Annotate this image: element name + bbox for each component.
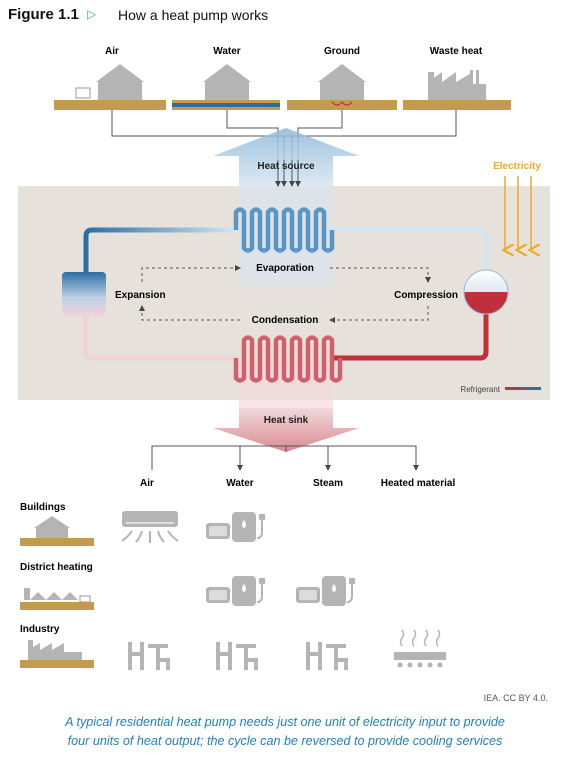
source-waste-heat-label: Waste heat: [430, 46, 483, 57]
water-heater-icon: [206, 512, 265, 542]
factory-icon: [428, 70, 486, 100]
source-water-label: Water: [213, 46, 241, 57]
ground-strip: [403, 100, 511, 110]
ground-strip: [54, 100, 166, 110]
ground-strip: [287, 100, 397, 110]
refrigerant-loop: [83, 227, 489, 361]
pipe-icon: [216, 642, 258, 670]
heat-source-lines: [275, 160, 301, 187]
buildings-house-icon: [20, 516, 94, 546]
caption: A typical residential heat pump needs ju…: [20, 713, 550, 751]
refrigerant-legend-swatch: [505, 387, 541, 390]
sink-heated-material-label: Heated material: [381, 478, 456, 489]
sink-connectors: [151, 445, 419, 471]
source-ground-label: Ground: [324, 46, 360, 57]
water-heater-icon: [206, 576, 265, 606]
figure-number: Figure 1.1: [8, 6, 79, 23]
heat-pump-diagram: Air Water Ground: [18, 46, 550, 670]
sink-steam-label: Steam: [313, 478, 343, 489]
sector-buildings-label: Buildings: [20, 502, 66, 513]
sink-air-label: Air: [140, 478, 154, 489]
source-water: Water: [172, 46, 280, 110]
expansion-valve: [62, 272, 106, 316]
house-icon: [96, 64, 144, 100]
industry-factory-icon: [20, 640, 94, 668]
compressor: [463, 269, 509, 315]
conveyor-oven-icon: [394, 629, 446, 668]
district-houses-icon: [20, 588, 94, 610]
process-cycle: [139, 265, 431, 323]
source-air: Air: [54, 46, 166, 110]
condensation-label: Condensation: [252, 315, 319, 326]
pipe-icon: [128, 642, 170, 670]
water-heater-icon: [296, 576, 355, 606]
sink-water-label: Water: [226, 478, 254, 489]
heat-source-label: Heat source: [257, 161, 315, 172]
compression-label: Compression: [394, 290, 458, 301]
source-air-label: Air: [105, 46, 119, 57]
house-icon: [203, 64, 251, 100]
house-icon: [318, 64, 366, 100]
sector-district-heating-label: District heating: [20, 562, 93, 573]
source-ground: Ground: [287, 46, 397, 110]
sector-industry-label: Industry: [20, 624, 60, 635]
figure-arrow-icon: ▷: [87, 7, 97, 21]
evaporation-label: Evaporation: [256, 263, 314, 274]
electricity-label: Electricity: [493, 161, 541, 172]
source-waste-heat: Waste heat: [403, 46, 511, 110]
evaporator-coil: [233, 207, 335, 253]
air-unit-icon: [75, 87, 91, 99]
credit-text: IEA. CC BY 4.0.: [483, 693, 548, 703]
refrigerant-legend-label: Refrigerant: [460, 385, 500, 394]
caption-line-2: four units of heat output; the cycle can…: [67, 734, 503, 748]
figure-title: How a heat pump works: [118, 7, 269, 23]
pipe-icon: [306, 642, 348, 670]
air-conditioner-icon: [121, 511, 179, 543]
electricity-arrows: [505, 176, 531, 250]
ground-loop-icon: [331, 101, 353, 106]
heat-sink-label: Heat sink: [264, 415, 309, 426]
water-layer: [172, 103, 280, 107]
condenser-coil: [233, 335, 343, 383]
caption-line-1: A typical residential heat pump needs ju…: [65, 715, 505, 729]
expansion-label: Expansion: [115, 290, 166, 301]
